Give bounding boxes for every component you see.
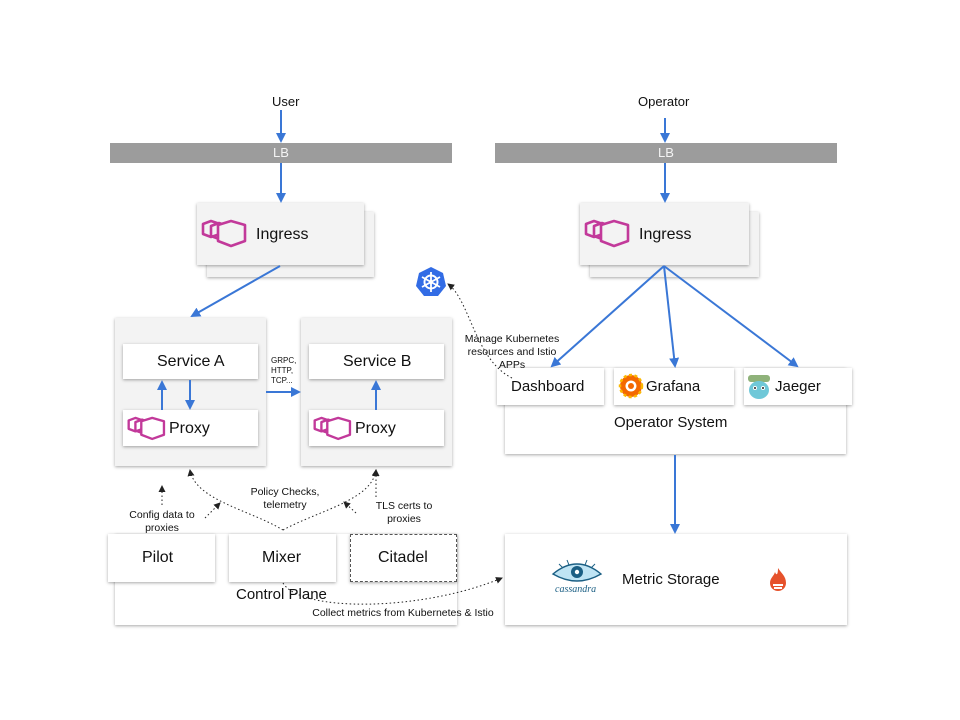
pilot-box[interactable]: Pilot — [108, 534, 215, 582]
cassandra-icon — [549, 558, 605, 603]
service-a-label: Service A — [157, 353, 225, 370]
mixer-label: Mixer — [262, 549, 302, 566]
arrow-ingress-dashboard — [550, 265, 665, 368]
operator-label: Operator — [638, 94, 690, 109]
ingress-right-label: Ingress — [639, 226, 692, 243]
service-a-box[interactable]: Service A — [123, 344, 258, 379]
jaeger-box[interactable]: Jaeger — [744, 368, 852, 405]
operator-system-title: Operator System — [614, 414, 728, 431]
ingress-left[interactable]: Ingress — [197, 203, 364, 265]
dotted-citadel-note — [343, 501, 357, 514]
load-balancer-right: LB — [495, 143, 837, 163]
protocol-grpc: GRPC, — [271, 356, 297, 365]
service-a-proxy[interactable]: Proxy — [123, 410, 258, 446]
dashboard-box[interactable]: Dashboard — [497, 368, 604, 405]
grafana-icon — [617, 372, 645, 405]
mixer-box[interactable]: Mixer — [229, 534, 336, 582]
collect-note: Collect metrics from Kubernetes & Istio — [312, 607, 494, 619]
config-note: Config data to proxies — [129, 509, 195, 534]
kubernetes-icon — [415, 266, 447, 303]
envoy-icon — [313, 412, 355, 449]
cassandra-logo-text: cassandra — [555, 584, 597, 595]
protocol-http: HTTP, — [271, 366, 294, 375]
ingress-right[interactable]: Ingress — [580, 203, 749, 265]
service-b-label: Service B — [343, 353, 412, 370]
service-b-box[interactable]: Service B — [309, 344, 444, 379]
service-b-proxy-label: Proxy — [355, 420, 396, 437]
dashboard-label: Dashboard — [511, 378, 585, 395]
envoy-icon — [201, 215, 251, 256]
tls-note: TLS certs to proxies — [375, 500, 433, 525]
policy-note: Policy Checks, telemetry — [250, 486, 320, 511]
protocol-tcp: TCP... — [271, 376, 293, 385]
grafana-box[interactable]: Grafana — [614, 368, 734, 405]
arrow-ingress-jaeger — [663, 265, 799, 368]
load-balancer-left: LB — [110, 143, 452, 163]
control-plane-title: Control Plane — [236, 586, 327, 603]
grafana-label: Grafana — [646, 378, 701, 395]
ingress-left-label: Ingress — [256, 226, 309, 243]
prometheus-icon — [767, 566, 789, 599]
arrow-ingress-grafana — [663, 265, 680, 368]
user-label: User — [272, 94, 300, 109]
manage-note: Manage Kubernetes resources and Istio AP… — [464, 333, 560, 371]
jaeger-icon — [746, 372, 774, 405]
pilot-label: Pilot — [142, 549, 174, 566]
jaeger-label: Jaeger — [775, 378, 821, 395]
envoy-icon — [127, 412, 169, 449]
metric-storage-title: Metric Storage — [622, 571, 720, 588]
citadel-box[interactable]: Citadel — [350, 534, 457, 582]
metric-storage: cassandra Metric Storage — [505, 534, 847, 625]
service-a-proxy-label: Proxy — [169, 420, 210, 437]
service-b-proxy[interactable]: Proxy — [309, 410, 444, 446]
envoy-icon — [584, 215, 634, 256]
dotted-pilot-note — [204, 502, 221, 519]
citadel-label: Citadel — [378, 549, 428, 566]
